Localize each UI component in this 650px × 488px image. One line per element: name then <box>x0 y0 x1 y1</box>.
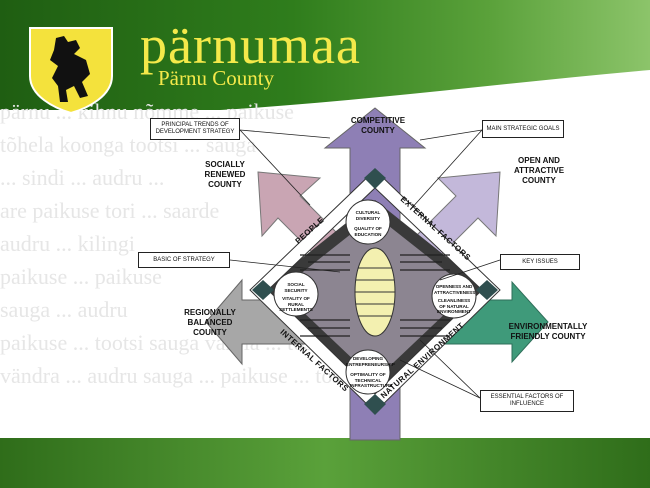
background-word-line: ... sindi ... audru ... <box>0 165 165 190</box>
label-environmentally-friendly-county: ENVIRONMENTALLY FRIENDLY COUNTY <box>508 322 588 341</box>
circle-left-text-2: VITALITY OF RURAL SETTLEMENTS <box>279 296 313 312</box>
callout-basic-strategy: BASIC OF STRATEGY <box>138 252 230 268</box>
header-curve <box>0 70 650 130</box>
coat-of-arms-icon <box>29 27 113 114</box>
corner-diamonds <box>252 168 498 415</box>
callout-principal-trends: PRINCIPAL TRENDS OF DEVELOPMENT STRATEGY <box>150 118 240 140</box>
label-regionally-balanced-county: REGIONALLY BALANCED COUNTY <box>184 308 236 337</box>
circle-left <box>273 271 319 317</box>
callout-key-issues: KEY ISSUES <box>500 254 580 270</box>
background-word-line: sauga ... audru <box>0 297 128 322</box>
hatch-lines <box>300 254 450 337</box>
background-word-line: paikuse ... paikuse <box>0 264 162 289</box>
circle-right-text-1: OPENNESS AND ATTRACTIVENESS <box>434 284 476 295</box>
brand-title: pärnumaa <box>140 15 361 75</box>
background-word-line: audru ... kilingi <box>0 231 136 256</box>
circle-right <box>431 273 477 319</box>
circle-bottom-text-1: DEVELOPING ENTREPRENEURSHIP <box>346 356 395 367</box>
background-word-line: are paikuse tori ... saarde <box>0 198 220 223</box>
circle-bottom <box>345 349 391 395</box>
circle-top-text-1: CULTURAL DIVERSITY <box>355 210 381 221</box>
background-word-line: vändra ... audru sauga ... paikuse ... t… <box>0 363 394 388</box>
circle-left-text-1: SOCIAL SECURITY <box>284 282 308 293</box>
callout-main-strategic-goals: MAIN STRATEGIC GOALS <box>482 120 564 138</box>
background-word-cloud: pärnu ... kihnu nõmme ... paikuse tõhela… <box>0 95 650 440</box>
label-socially-renewed-county: SOCIALLY RENEWED COUNTY <box>204 160 246 189</box>
circle-top <box>345 199 391 245</box>
circle-bottom-text-2: OPTIMALITY OF TECHNICAL INFRASTRUCTURE <box>350 372 393 388</box>
circle-top-text-2: QUALITY OF EDUCATION <box>354 226 382 237</box>
label-open-attractive-county: OPEN AND ATTRACTIVE COUNTY <box>513 156 565 185</box>
circle-right-text-2: CLEANLINESS OF NATURAL ENVIRONMENT <box>437 298 471 314</box>
label-competitive-county: COMPETITIVE COUNTY <box>350 116 406 135</box>
callout-essential-factors: ESSENTIAL FACTORS OF INFLUENCE <box>480 390 574 412</box>
callout-lines <box>229 129 501 399</box>
footer-band <box>0 438 650 488</box>
brand-subtitle: Pärnu County <box>158 66 275 90</box>
